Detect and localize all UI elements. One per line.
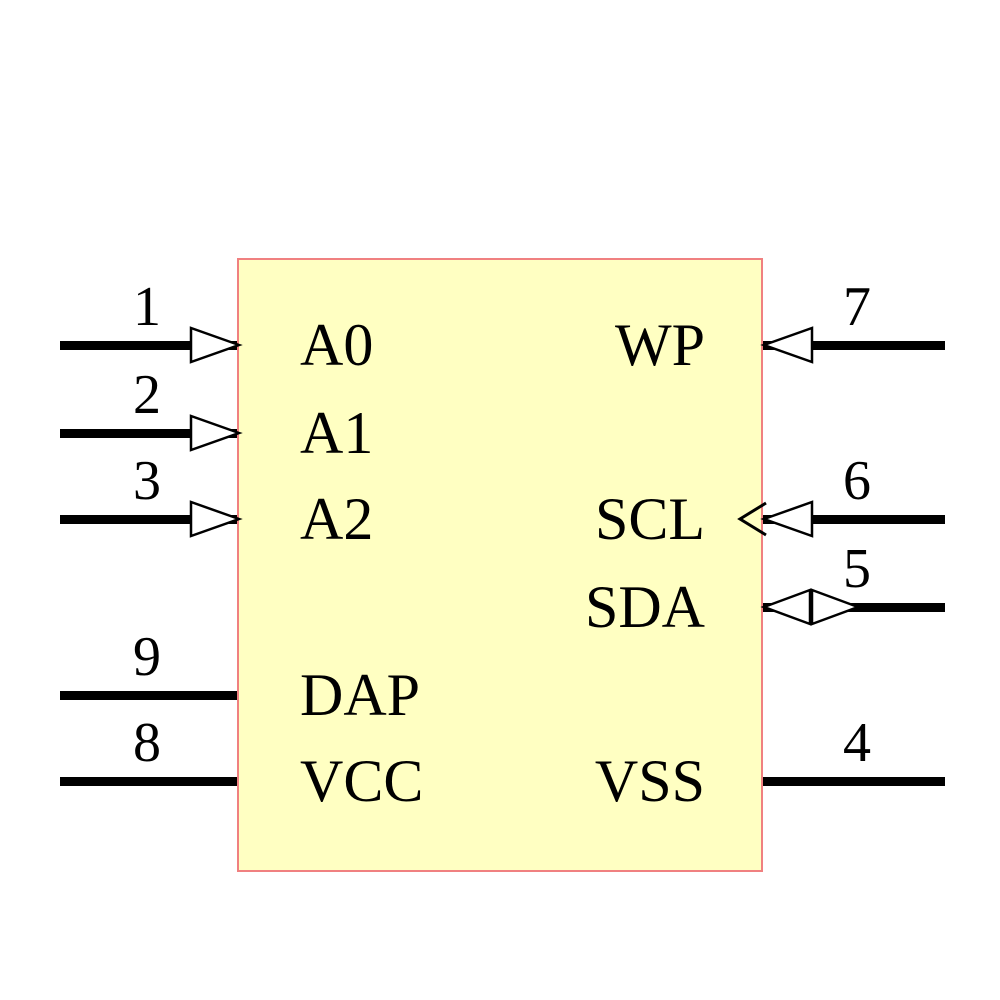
pin-number: 7 — [843, 276, 871, 338]
pin-number: 8 — [133, 712, 161, 774]
pin-line-4 — [763, 777, 945, 786]
pin-name: SCL — [594, 486, 705, 552]
pin-line-2 — [60, 429, 237, 438]
pin-number: 4 — [843, 712, 871, 774]
pin-name: VSS — [594, 748, 705, 814]
pin-number: 9 — [133, 626, 161, 688]
pin-number: 6 — [843, 450, 871, 512]
pin-line-7 — [763, 341, 945, 350]
pin-name: A0 — [300, 312, 374, 378]
pin-line-5 — [763, 603, 945, 612]
pin-name: A1 — [300, 400, 374, 466]
pin-number: 1 — [133, 276, 161, 338]
pin-line-8 — [60, 777, 237, 786]
pin-number: 3 — [133, 450, 161, 512]
pin-line-3 — [60, 515, 237, 524]
pin-name: SDA — [584, 574, 705, 640]
pin-line-9 — [60, 691, 237, 700]
pin-name: VCC — [300, 748, 424, 814]
symbol-body — [237, 258, 763, 872]
pin-number: 5 — [843, 538, 871, 600]
pin-line-6 — [763, 515, 945, 524]
pin-line-1 — [60, 341, 237, 350]
pin-number: 2 — [133, 364, 161, 426]
pin-name: A2 — [300, 486, 374, 552]
pin-name: WP — [615, 312, 705, 378]
pin-name: DAP — [300, 662, 421, 728]
